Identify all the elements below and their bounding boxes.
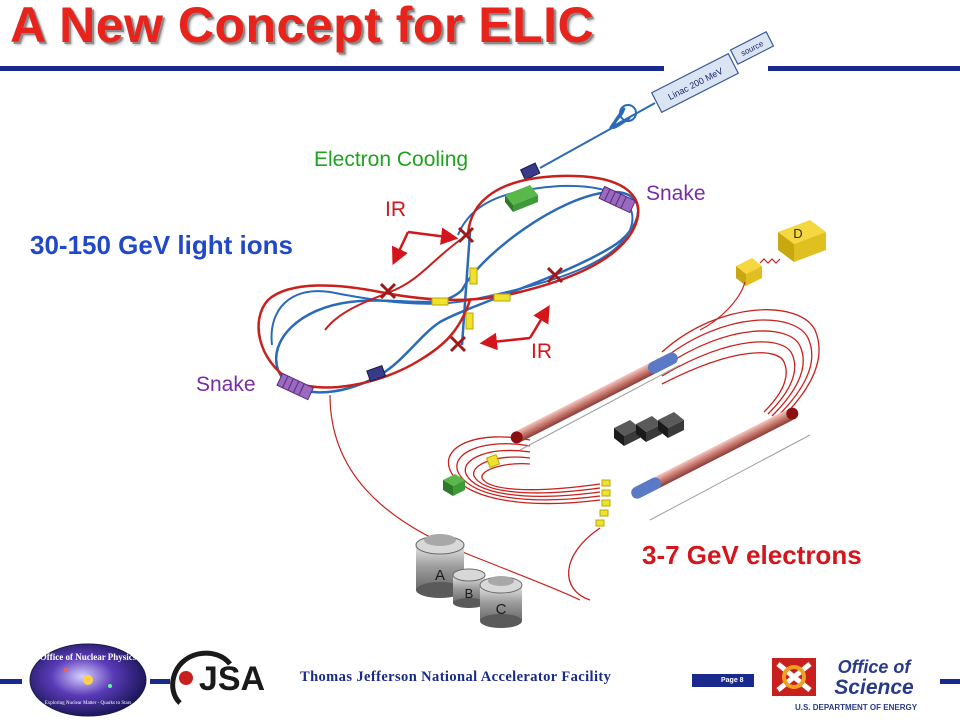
snake-top-magnet (598, 185, 637, 214)
office-of-science-line2: Science (834, 676, 914, 699)
snake-bottom-label: Snake (196, 373, 256, 396)
electrons-label: 3-7 GeV electrons (642, 540, 862, 570)
injection-line (539, 102, 656, 169)
cebaf-yellow-box (485, 453, 501, 469)
injector-loop (619, 104, 637, 122)
ip-markers (379, 226, 564, 353)
page-number: Page 8 (721, 677, 744, 684)
jsa-text: JSA (199, 660, 265, 698)
ir-top-arrow-1 (407, 227, 459, 245)
linac-box (650, 52, 740, 114)
snake-bottom-magnet (276, 372, 315, 401)
footer-bar-left (0, 679, 22, 684)
bottom-magnet (366, 364, 387, 383)
footer-bar-mid1 (150, 679, 170, 684)
cebaf-guide-lines (519, 364, 811, 521)
injector-magnet (519, 162, 541, 181)
ir-bottom-label: IR (531, 340, 552, 363)
office-of-science-logo: Office of Science U.S. DEPARTMENT OF ENE… (772, 657, 918, 712)
office-of-science-line1: Office of (838, 657, 913, 677)
cebaf-green-box (443, 474, 465, 496)
light-ions-label: 30-150 GeV light ions (30, 230, 293, 260)
ir-top-label: IR (385, 198, 406, 221)
hall-d: D (699, 220, 826, 331)
source-box (729, 30, 775, 66)
cebaf-linac-south (631, 407, 799, 499)
arc-dipoles (614, 412, 684, 446)
ir-bottom-arrow-1 (479, 332, 531, 351)
hall-c-label: C (496, 601, 507, 618)
linac-group: Linac 200 MeV source (519, 30, 775, 181)
slide-title: A New Concept for ELIC (10, 0, 595, 53)
cooling-box (505, 185, 538, 212)
footer-bar-page (692, 674, 754, 687)
cebaf-yellow-magnets (595, 479, 611, 527)
yellow-magnets (431, 267, 511, 330)
electron-cooling-label: Electron Cooling (314, 148, 469, 171)
electron-ring (257, 174, 640, 389)
title-bar-right (768, 66, 960, 71)
nuclear-physics-bottom-text: Exploring Nuclear Matter - Quarks to Sta… (45, 701, 132, 706)
nuclear-physics-top-text: Office of Nuclear Physics (40, 652, 137, 662)
ir-top-arrow-2 (391, 231, 410, 266)
ion-ring-inner (270, 184, 634, 346)
nuclear-physics-logo: Office of Nuclear Physics Exploring Nucl… (29, 643, 147, 717)
hall-b-label: B (465, 586, 474, 601)
hall-c: C (479, 576, 523, 628)
snake-top-label: Snake (646, 182, 706, 205)
office-of-science-line3: U.S. DEPARTMENT OF ENERGY (795, 703, 918, 712)
hall-b: B (452, 568, 486, 608)
footer-lab-name: Thomas Jefferson National Accelerator Fa… (300, 669, 612, 685)
hall-d-label: D (793, 226, 802, 241)
jsa-logo: JSA (170, 650, 265, 705)
ir-bottom-arrow-2 (528, 304, 550, 339)
title-bar-left (0, 66, 664, 71)
hall-a-label: A (435, 567, 445, 584)
footer-bar-right (940, 679, 960, 684)
ion-ring-straight (460, 231, 472, 346)
cebaf-arcs (447, 309, 820, 601)
cebaf-linac-north (510, 352, 678, 444)
hall-a: A (415, 534, 465, 598)
